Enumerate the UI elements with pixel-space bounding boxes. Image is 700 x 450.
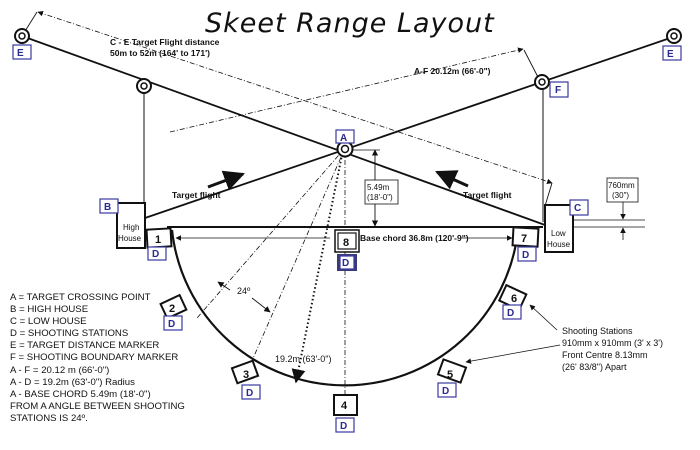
stations-note-spacing: Front Centre 8.13mm: [562, 350, 648, 360]
height-label-metric: 5.49m: [367, 183, 390, 192]
svg-text:3: 3: [243, 369, 249, 381]
label-e-left: E: [12, 44, 32, 60]
station-1: 1 D: [145, 227, 173, 261]
ce-dimension-line: [37, 10, 553, 185]
station-7: 7 D: [511, 226, 540, 262]
legend-item: E = TARGET DISTANCE MARKER: [10, 340, 160, 352]
svg-text:D: D: [168, 319, 175, 330]
station-8: 8 D: [334, 229, 360, 271]
stations-note-title: Shooting Stations: [562, 326, 633, 336]
label-b: B: [99, 198, 119, 214]
svg-text:D: D: [507, 308, 514, 319]
svg-text:Low: Low: [551, 229, 566, 238]
legend-item: F = SHOOTING BOUNDARY MARKER: [10, 352, 179, 364]
legend-item: B = HIGH HOUSE: [10, 304, 89, 316]
svg-text:D: D: [342, 258, 349, 269]
legend-item: A = TARGET CROSSING POINT: [10, 292, 151, 303]
target-flight-arrow-left: [207, 170, 245, 191]
af-dimension-line: [169, 47, 524, 133]
marker-e-right: [666, 28, 682, 44]
marker-e-left: [14, 28, 30, 44]
af-distance-label: A-F 20.12m (66'-0"): [414, 66, 491, 76]
ce-distance-value: 50m to 52m (164' to 171'): [110, 48, 210, 58]
station-5: 5 D: [436, 358, 468, 398]
legend-item: STATIONS IS 24º.: [10, 412, 88, 424]
stations-note-apart: (26' 83/8") Apart: [562, 362, 627, 372]
radius-line: [291, 149, 344, 384]
radius-label: 19.2m (63'-0"): [275, 354, 331, 364]
height-label-imperial: (18'-0"): [367, 193, 393, 202]
legend-item: FROM A ANGLE BETWEEN SHOOTING: [10, 400, 185, 412]
station-3: 3 D: [230, 359, 261, 400]
shooting-arc: [170, 229, 520, 387]
svg-text:D: D: [340, 421, 347, 432]
svg-text:4: 4: [341, 400, 348, 412]
legend-item: D = SHOOTING STATIONS: [10, 328, 129, 340]
svg-text:5: 5: [447, 369, 453, 381]
low-house: Low House: [544, 204, 574, 253]
svg-text:1: 1: [155, 234, 161, 246]
angle-line-station2: [196, 147, 346, 319]
angle-line-station3: [250, 147, 346, 364]
svg-text:6: 6: [511, 293, 517, 305]
svg-text:8: 8: [343, 237, 349, 249]
low-height-label-imperial: (30"): [612, 191, 629, 200]
legend-item: A - BASE CHORD 5.49m (18'-0"): [10, 388, 151, 400]
station-4: 4 D: [333, 394, 358, 433]
marker-f-right: [534, 74, 550, 90]
svg-text:House: House: [547, 240, 571, 249]
svg-text:A: A: [340, 133, 347, 144]
svg-text:High: High: [123, 223, 139, 232]
svg-text:D: D: [246, 388, 253, 399]
label-e-right: E: [662, 45, 682, 61]
legend: A = TARGET CROSSING POINT B = HIGH HOUSE…: [10, 292, 185, 425]
target-flight-label-right: Target flight: [463, 190, 512, 200]
page-title: Skeet Range Layout: [205, 8, 495, 39]
svg-text:D: D: [152, 249, 159, 260]
label-f: F: [549, 81, 569, 98]
svg-text:C: C: [574, 203, 581, 214]
target-flight-arrow-right: [435, 170, 469, 190]
legend-item: A - F = 20.12 m (66'-0"): [10, 364, 110, 376]
station-2: 2 D: [159, 293, 188, 331]
svg-text:D: D: [522, 250, 529, 261]
label-c: C: [569, 199, 589, 216]
label-a: A: [335, 129, 355, 144]
flight-line-right: [144, 35, 677, 219]
legend-item: A - D = 19.2m (63'-0") Radius: [10, 376, 135, 388]
target-flight-label-left: Target flight: [172, 190, 221, 200]
station-6: 6 D: [497, 283, 528, 320]
svg-text:F: F: [555, 85, 561, 96]
high-house: High House: [116, 202, 146, 249]
svg-text:House: House: [118, 234, 142, 243]
svg-text:D: D: [442, 386, 449, 397]
marker-f-left: [136, 78, 152, 94]
svg-text:E: E: [17, 48, 24, 59]
stations-note-size: 910mm x 910mm (3' x 3'): [562, 338, 663, 348]
svg-text:E: E: [667, 49, 674, 60]
svg-text:2: 2: [169, 303, 175, 315]
base-chord-label: Base chord 36.8m (120'-9"): [360, 233, 469, 243]
ce-distance-label: C - E Target Flight distance: [110, 37, 220, 47]
svg-text:7: 7: [521, 233, 527, 245]
svg-text:B: B: [104, 202, 111, 213]
low-height-label-metric: 760mm: [608, 181, 635, 190]
legend-item: C = LOW HOUSE: [10, 316, 87, 328]
angle-label: 24º: [237, 286, 251, 296]
